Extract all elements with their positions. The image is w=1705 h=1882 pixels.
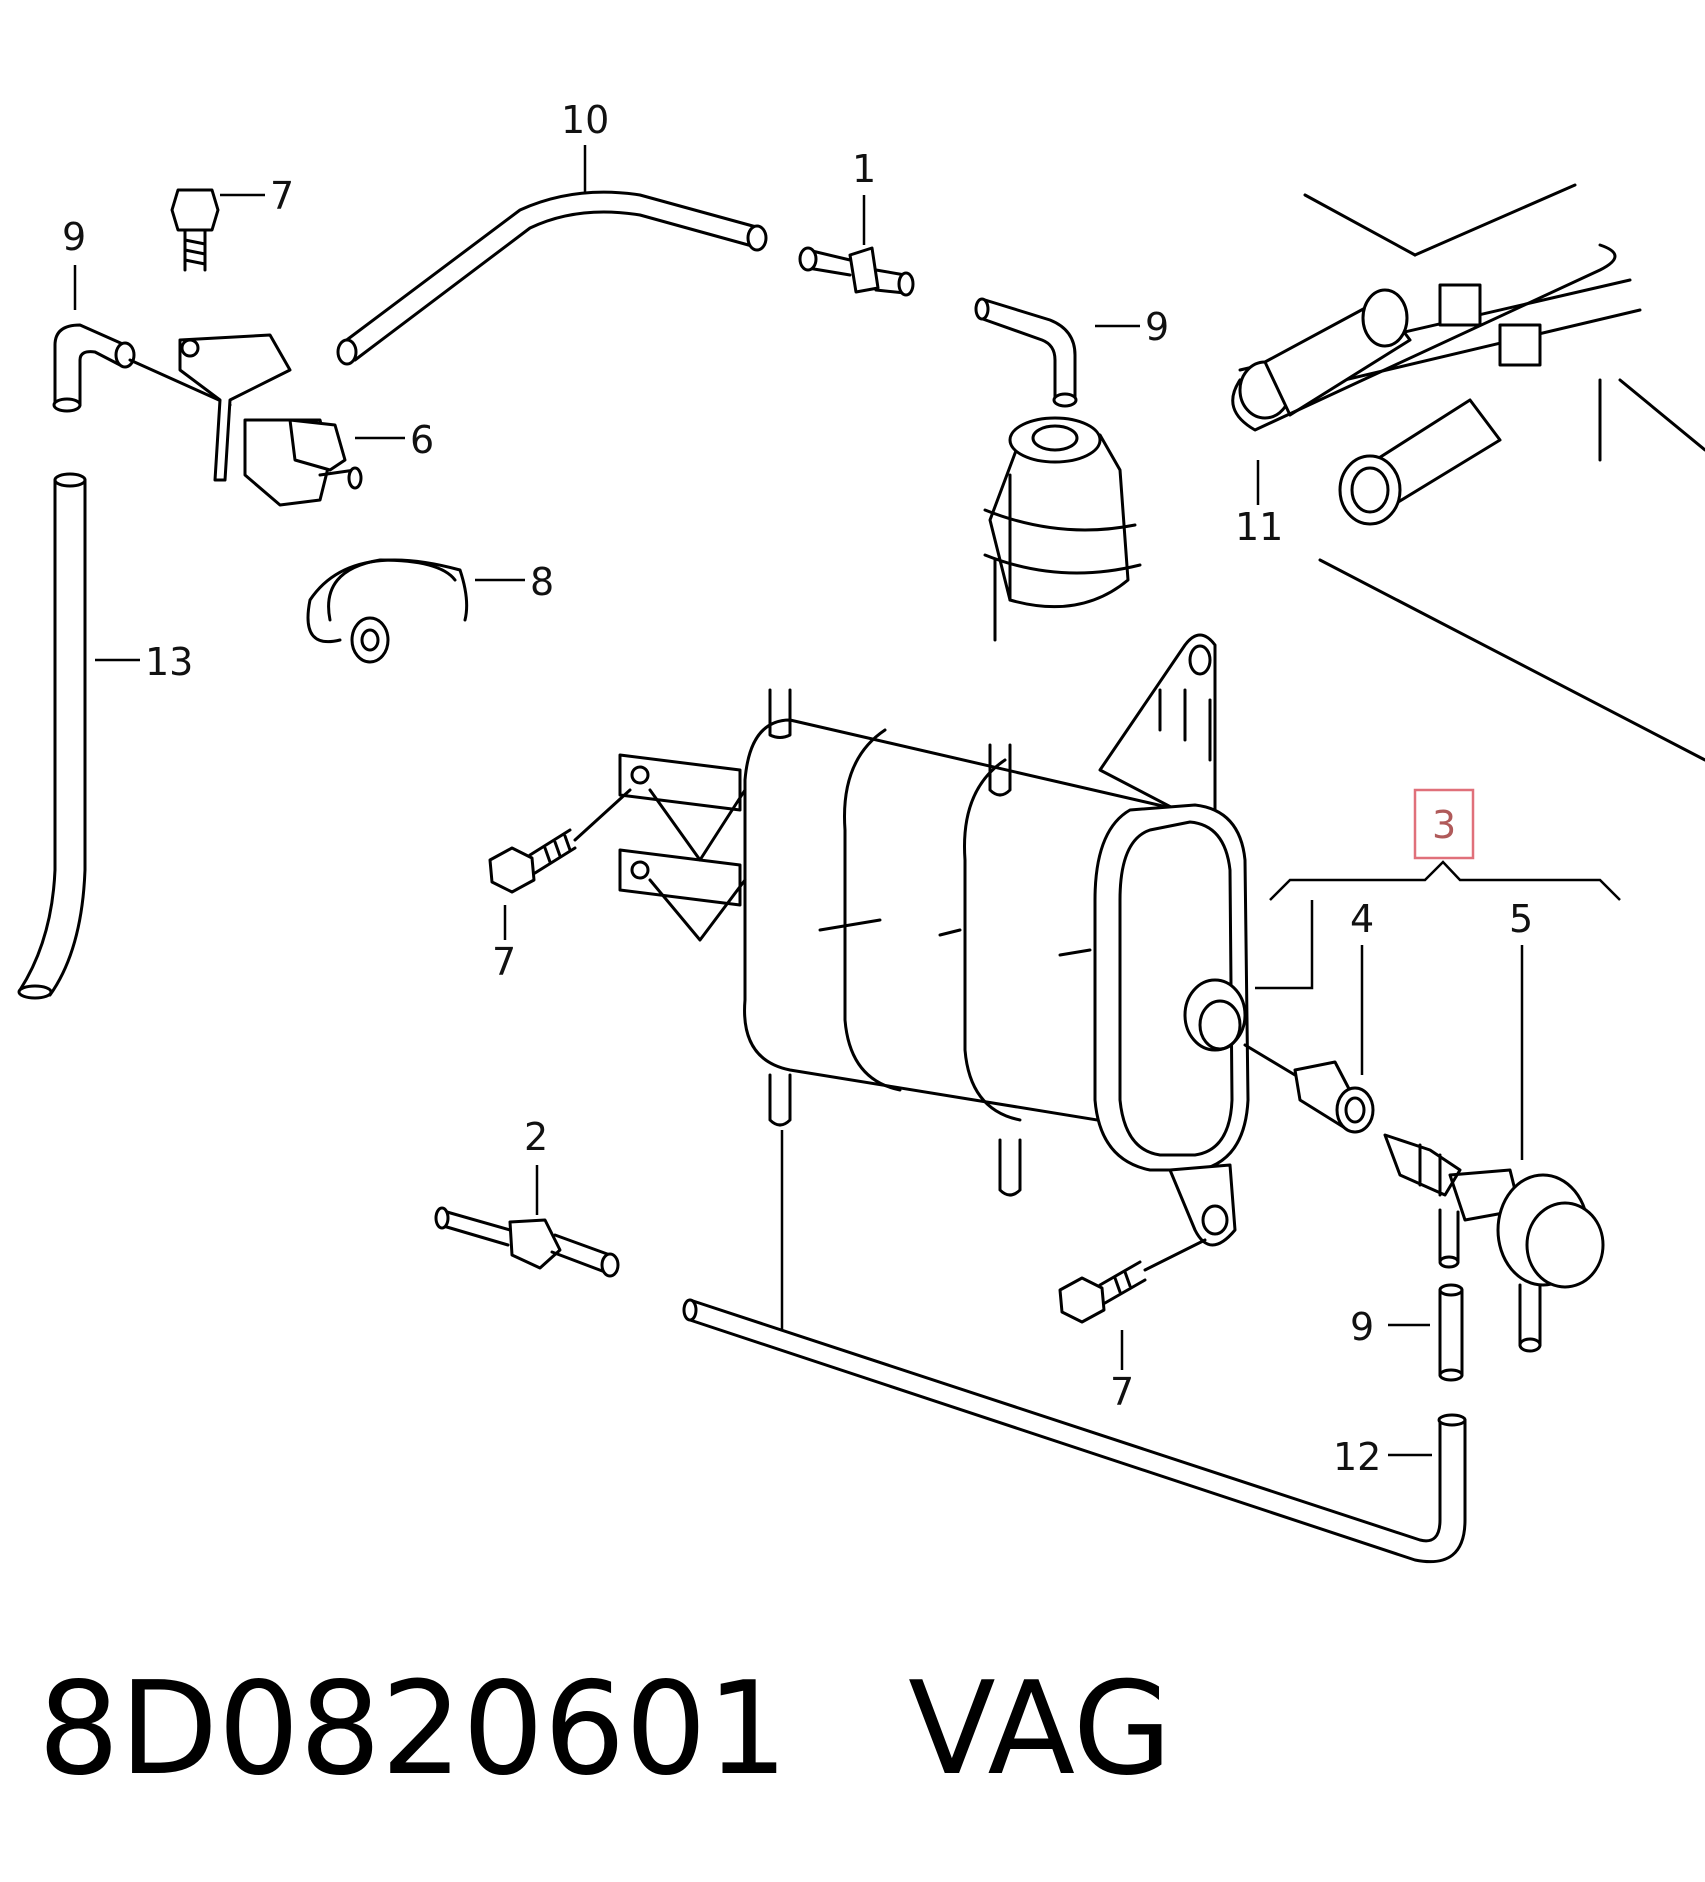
callout-9-top: 9 [1145, 305, 1169, 349]
callout-11: 11 [1235, 505, 1283, 549]
hose-13 [17, 472, 87, 1000]
callout-7-bottom: 7 [1110, 1370, 1134, 1414]
callout-2: 2 [524, 1115, 548, 1159]
valve-5 [1383, 1133, 1605, 1353]
callout-13: 13 [145, 640, 193, 684]
connector-2 [434, 1206, 620, 1278]
callout-7-mid: 7 [492, 940, 516, 984]
charcoal-canister [618, 633, 1250, 1247]
callout-10: 10 [561, 98, 609, 142]
solenoid-valve-6 [128, 333, 363, 507]
rubber-boot [983, 416, 1142, 642]
callout-3: 3 [1432, 803, 1456, 847]
hose-clamp-8 [306, 558, 469, 664]
connector-1 [798, 246, 915, 297]
elbow-hose-9-top [974, 297, 1078, 408]
hose-10 [336, 190, 768, 366]
callout-7-top: 7 [270, 174, 294, 218]
part-number: 8D0820601 [38, 1655, 789, 1804]
parts-diagram: 10 1 9 [17, 98, 1705, 1564]
callout-8: 8 [530, 560, 554, 604]
seal-ring-4 [1243, 1043, 1375, 1134]
caption: 8D0820601 VAG [38, 1640, 1172, 1820]
callout-6: 6 [410, 418, 434, 462]
bolt-7-bottom [1058, 1238, 1207, 1324]
callout-5: 5 [1509, 897, 1533, 941]
callout-1: 1 [852, 147, 876, 191]
callout-4: 4 [1350, 897, 1374, 941]
fuel-rail-11 [1231, 183, 1705, 762]
bolt-7-mid [488, 788, 632, 894]
bolt-7-top [170, 188, 220, 272]
highlight-box [1413, 788, 1475, 860]
elbow-hose-9-left [52, 323, 136, 413]
callout-9-bottom: 9 [1350, 1305, 1374, 1349]
hose-12 [682, 1298, 1467, 1564]
brand-name: VAG [908, 1655, 1172, 1804]
hose-9-bottom [1438, 1283, 1464, 1382]
callout-12: 12 [1333, 1435, 1381, 1479]
callout-9-left: 9 [62, 215, 86, 259]
